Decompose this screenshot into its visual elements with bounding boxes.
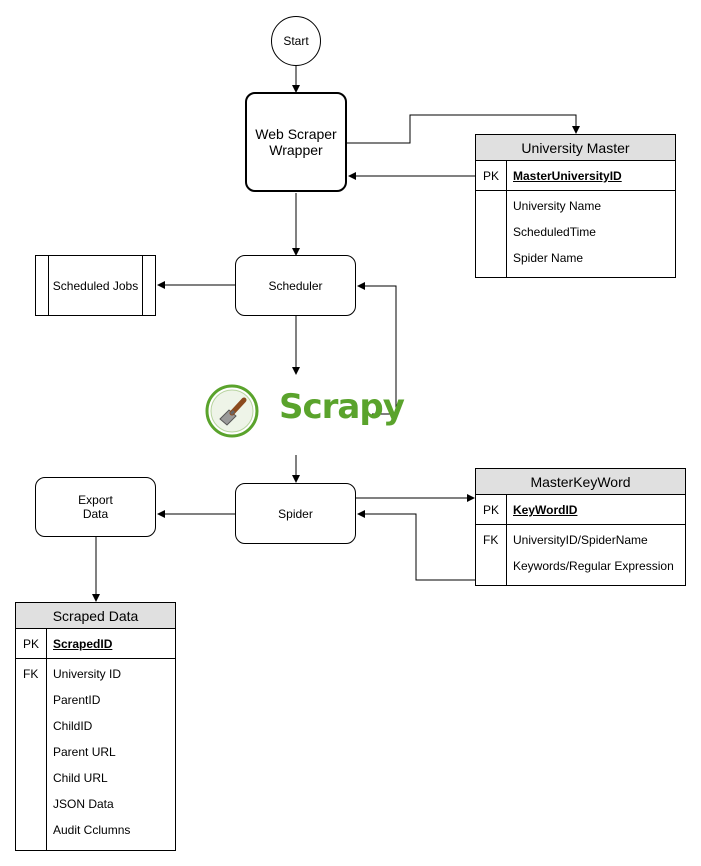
spider-node[interactable]: Spider (235, 483, 356, 544)
field-row: Child URL (53, 771, 108, 785)
scheduled-jobs-label: Scheduled Jobs (52, 278, 139, 293)
process-bar-right (142, 256, 143, 315)
field-row: ScheduledTime (513, 225, 596, 239)
pk-label: PK (483, 169, 500, 183)
edge-scrapy-scheduler (357, 282, 397, 415)
field-row: UniversityID/SpiderName (513, 533, 648, 547)
pk-field: ScrapedID (53, 637, 113, 651)
pk-field: KeyWordID (513, 503, 578, 517)
scheduled-jobs-node[interactable]: Scheduled Jobs (35, 255, 156, 316)
field-row: Spider Name (513, 251, 584, 265)
start-node[interactable]: Start (271, 16, 321, 66)
field-row: Audit Cclumns (53, 823, 131, 837)
field-row: ParentID (53, 693, 101, 707)
edge-wrapper-university-master (346, 114, 580, 144)
field-row: ChildID (53, 719, 93, 733)
scraped-data-table[interactable]: Scraped Data PK ScrapedID FK University … (15, 602, 176, 851)
web-scraper-wrapper-node[interactable]: Web Scraper Wrapper (245, 92, 347, 192)
field-row: University Name (513, 199, 602, 213)
column-divider (506, 495, 507, 585)
master-keyword-table[interactable]: MasterKeyWord PK KeyWordID FK University… (475, 468, 686, 586)
fk-label: FK (23, 667, 39, 681)
scheduler-node[interactable]: Scheduler (235, 255, 356, 316)
field-row: JSON Data (53, 797, 114, 811)
process-bar-left (48, 256, 49, 315)
pk-row: PK ScrapedID (16, 629, 175, 659)
fk-label: FK (483, 533, 499, 547)
pk-label: PK (23, 637, 40, 651)
entity-title: Scraped Data (16, 603, 175, 629)
scrapy-logo: Scrapy (205, 383, 405, 439)
scrapy-wordmark: Scrapy (279, 387, 405, 427)
pk-label: PK (483, 503, 500, 517)
field-row: Parent URL (53, 745, 116, 759)
entity-title: MasterKeyWord (476, 469, 685, 495)
spatula-icon (205, 384, 259, 438)
pk-row: PK KeyWordID (476, 495, 685, 525)
field-row: Keywords/Regular Expression (513, 559, 674, 573)
column-divider (506, 161, 507, 277)
edge-keyword-spider (357, 510, 476, 581)
university-master-table[interactable]: University Master PK MasterUniversityID … (475, 134, 676, 278)
column-divider (46, 629, 47, 850)
entity-title: University Master (476, 135, 675, 161)
pk-row: PK MasterUniversityID (476, 161, 675, 191)
pk-field: MasterUniversityID (513, 169, 622, 183)
field-row: University ID (53, 667, 122, 681)
export-data-node[interactable]: Export Data (35, 477, 156, 537)
